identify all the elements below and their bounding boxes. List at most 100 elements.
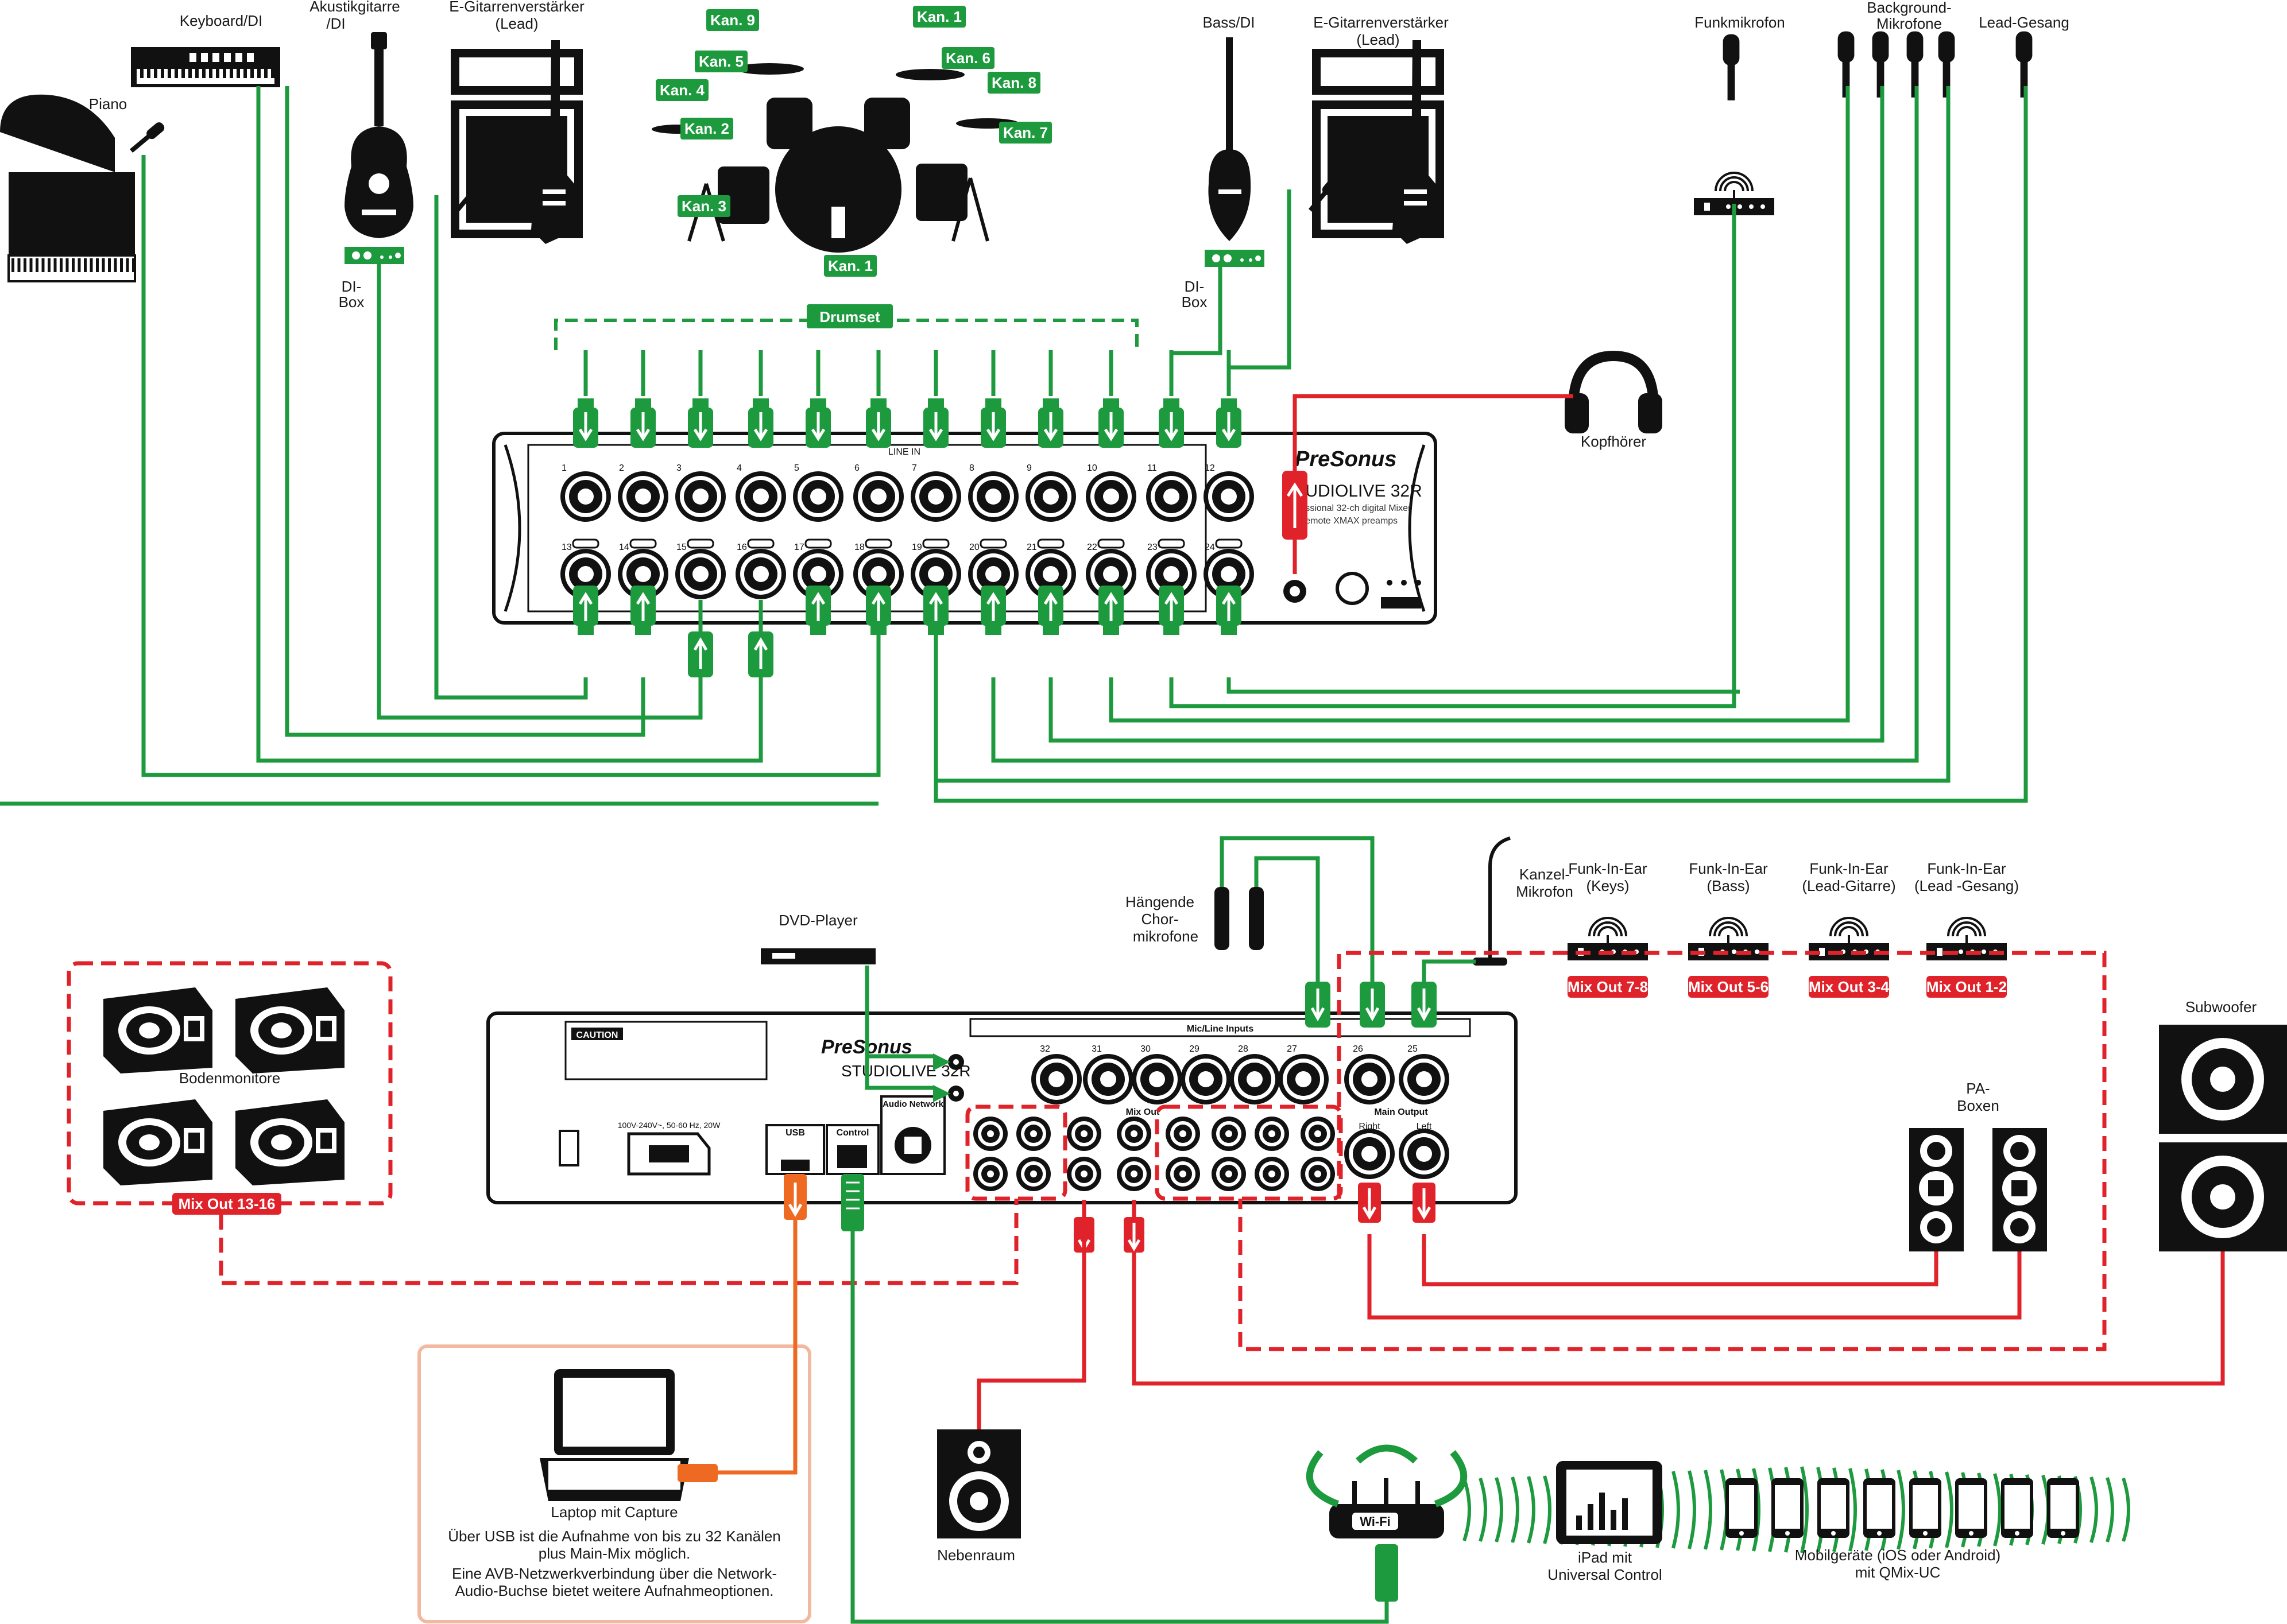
piano-mic-icon [127, 120, 167, 155]
rear-channel-number: 29 [1189, 1044, 1199, 1054]
headphones-label: Kopfhörer [1581, 433, 1647, 450]
front-mixer-brand: PreSonus [1295, 447, 1396, 471]
drum-tag-label: Kan. 9 [710, 11, 755, 29]
drum-tag-box [824, 255, 877, 277]
rear-rca-inputs [933, 1053, 964, 1102]
rear-output-jack [1301, 1157, 1335, 1191]
front-xlr-input [560, 471, 611, 522]
drum-tag-box [656, 79, 709, 101]
inear-label-2: (Bass) [1706, 877, 1750, 894]
drum-tag-label: Kan. 1 [828, 257, 873, 274]
front-xlr-input [618, 471, 668, 522]
subwoofer-icon [2159, 1025, 2287, 1251]
front-input-plug [688, 398, 713, 448]
egit-label-1: E-Gitarrenverstärker [449, 0, 585, 15]
front-input-plug [630, 398, 656, 448]
choir-mic-cables [1220, 836, 1375, 982]
dibox1-icon [345, 247, 404, 264]
mix-1316-label: Mix Out 13-16 [178, 1195, 275, 1212]
front-channel-number: 9 [1027, 463, 1032, 473]
ipad-label-1: iPad mit [1578, 1549, 1632, 1566]
inear-label-1: Funk-In-Ear [1927, 860, 2006, 877]
wifi-wave [1704, 1470, 1712, 1550]
push-tab [980, 538, 1007, 549]
laptop-icon [540, 1369, 689, 1501]
funkmikrofon-label: Funkmikrofon [1694, 14, 1785, 31]
drum-tag-label: Kan. 8 [992, 74, 1036, 91]
inear-mix-tag [1809, 976, 1889, 998]
drum-tag-label: Kan. 7 [1003, 124, 1048, 141]
inear-label-1: Funk-In-Ear [1568, 860, 1647, 877]
nebenraum-speaker-icon [937, 1429, 1021, 1538]
dibox2-label-2: Box [1182, 293, 1208, 311]
front-input-plug [1098, 586, 1124, 635]
drum-kit-icon [652, 63, 1019, 253]
front-channel-number: 16 [737, 542, 747, 552]
headphones-icon [1565, 350, 1662, 433]
kanzel-label-2: Mikrofon [1516, 883, 1573, 900]
inear-label-2: (Lead-Gitarre) [1802, 877, 1895, 894]
front-xlr-input [736, 549, 786, 599]
piano-label: Piano [89, 95, 127, 113]
drum-tag-label: Kan. 2 [684, 120, 729, 137]
acoustic-label-2: /DI [326, 15, 345, 32]
mobile-phone-icon [1725, 1478, 1758, 1538]
front-xlr-input [1026, 471, 1076, 522]
mobile-phone-icon [2047, 1478, 2079, 1538]
bodenmonitore-box [67, 961, 393, 1206]
front-channel-number: 5 [794, 463, 799, 473]
inear-mix-tag [1926, 976, 2007, 998]
nebenraum-cable [977, 1200, 1086, 1429]
rear-xlr-input [1132, 1054, 1182, 1104]
drum-tag-box [942, 47, 994, 69]
kanzel-mic-cable [1422, 959, 1476, 982]
laptop-info-box [417, 1344, 811, 1623]
front-channel-number: 7 [912, 463, 917, 473]
wireless-mic-icon [1723, 34, 1740, 100]
piano-icon [0, 94, 136, 282]
dvd-cable [865, 966, 933, 1090]
rear-xlr-input [1181, 1054, 1231, 1104]
inear-label-1: Funk-In-Ear [1689, 860, 1768, 877]
front-input-plug [806, 586, 831, 635]
front-xlr-input [793, 471, 843, 522]
front-channel-number: 4 [737, 463, 742, 473]
front-input-plug [1159, 586, 1184, 635]
front-channel-number: 3 [676, 463, 682, 473]
pa-label-2: Boxen [1957, 1097, 1999, 1114]
inear-mix-label: Mix Out 3-4 [1809, 978, 1890, 995]
background-label-2: Mikrofone [1876, 15, 1942, 32]
front-channel-number: 18 [854, 542, 865, 552]
push-tab [1097, 538, 1125, 549]
rear-output-jack [1067, 1157, 1101, 1191]
front-input-plug [923, 586, 949, 635]
inear-label-1: Funk-In-Ear [1809, 860, 1889, 877]
rear-channel-number: 32 [1040, 1044, 1050, 1054]
inear-cable [1238, 951, 2107, 1351]
front-input-plug [1038, 398, 1063, 448]
mobile-phone-icon [1909, 1478, 1941, 1538]
wifi-wave [1897, 1470, 1905, 1550]
inear-label-2: (Keys) [1586, 877, 1629, 894]
drum-tag-box [913, 6, 966, 28]
front-channel-number: 2 [619, 463, 624, 473]
front-channel-number: 8 [969, 463, 974, 473]
front-xlr-input [736, 471, 786, 522]
rear-channel-number: 31 [1092, 1044, 1102, 1054]
front-input-plug [630, 586, 656, 635]
keyboard-keys [140, 53, 274, 78]
wifi-wave [1688, 1470, 1696, 1549]
rear-mic-line-label: Mic/Line Inputs [1187, 1024, 1254, 1034]
front-channel-number: 23 [1147, 542, 1158, 552]
push-tab [687, 538, 714, 549]
pa-label-1: PA- [1966, 1080, 1990, 1097]
wifi-wave [1752, 1468, 1760, 1552]
rear-power-label: 100V-240V~, 50-60 Hz, 20W [618, 1121, 721, 1130]
wifi-wave [1511, 1476, 1519, 1543]
inear-label-2: (Lead -Gesang) [1914, 877, 2019, 894]
front-input-plug [981, 586, 1006, 635]
rear-main-output-label: Main Output [1374, 1107, 1428, 1117]
